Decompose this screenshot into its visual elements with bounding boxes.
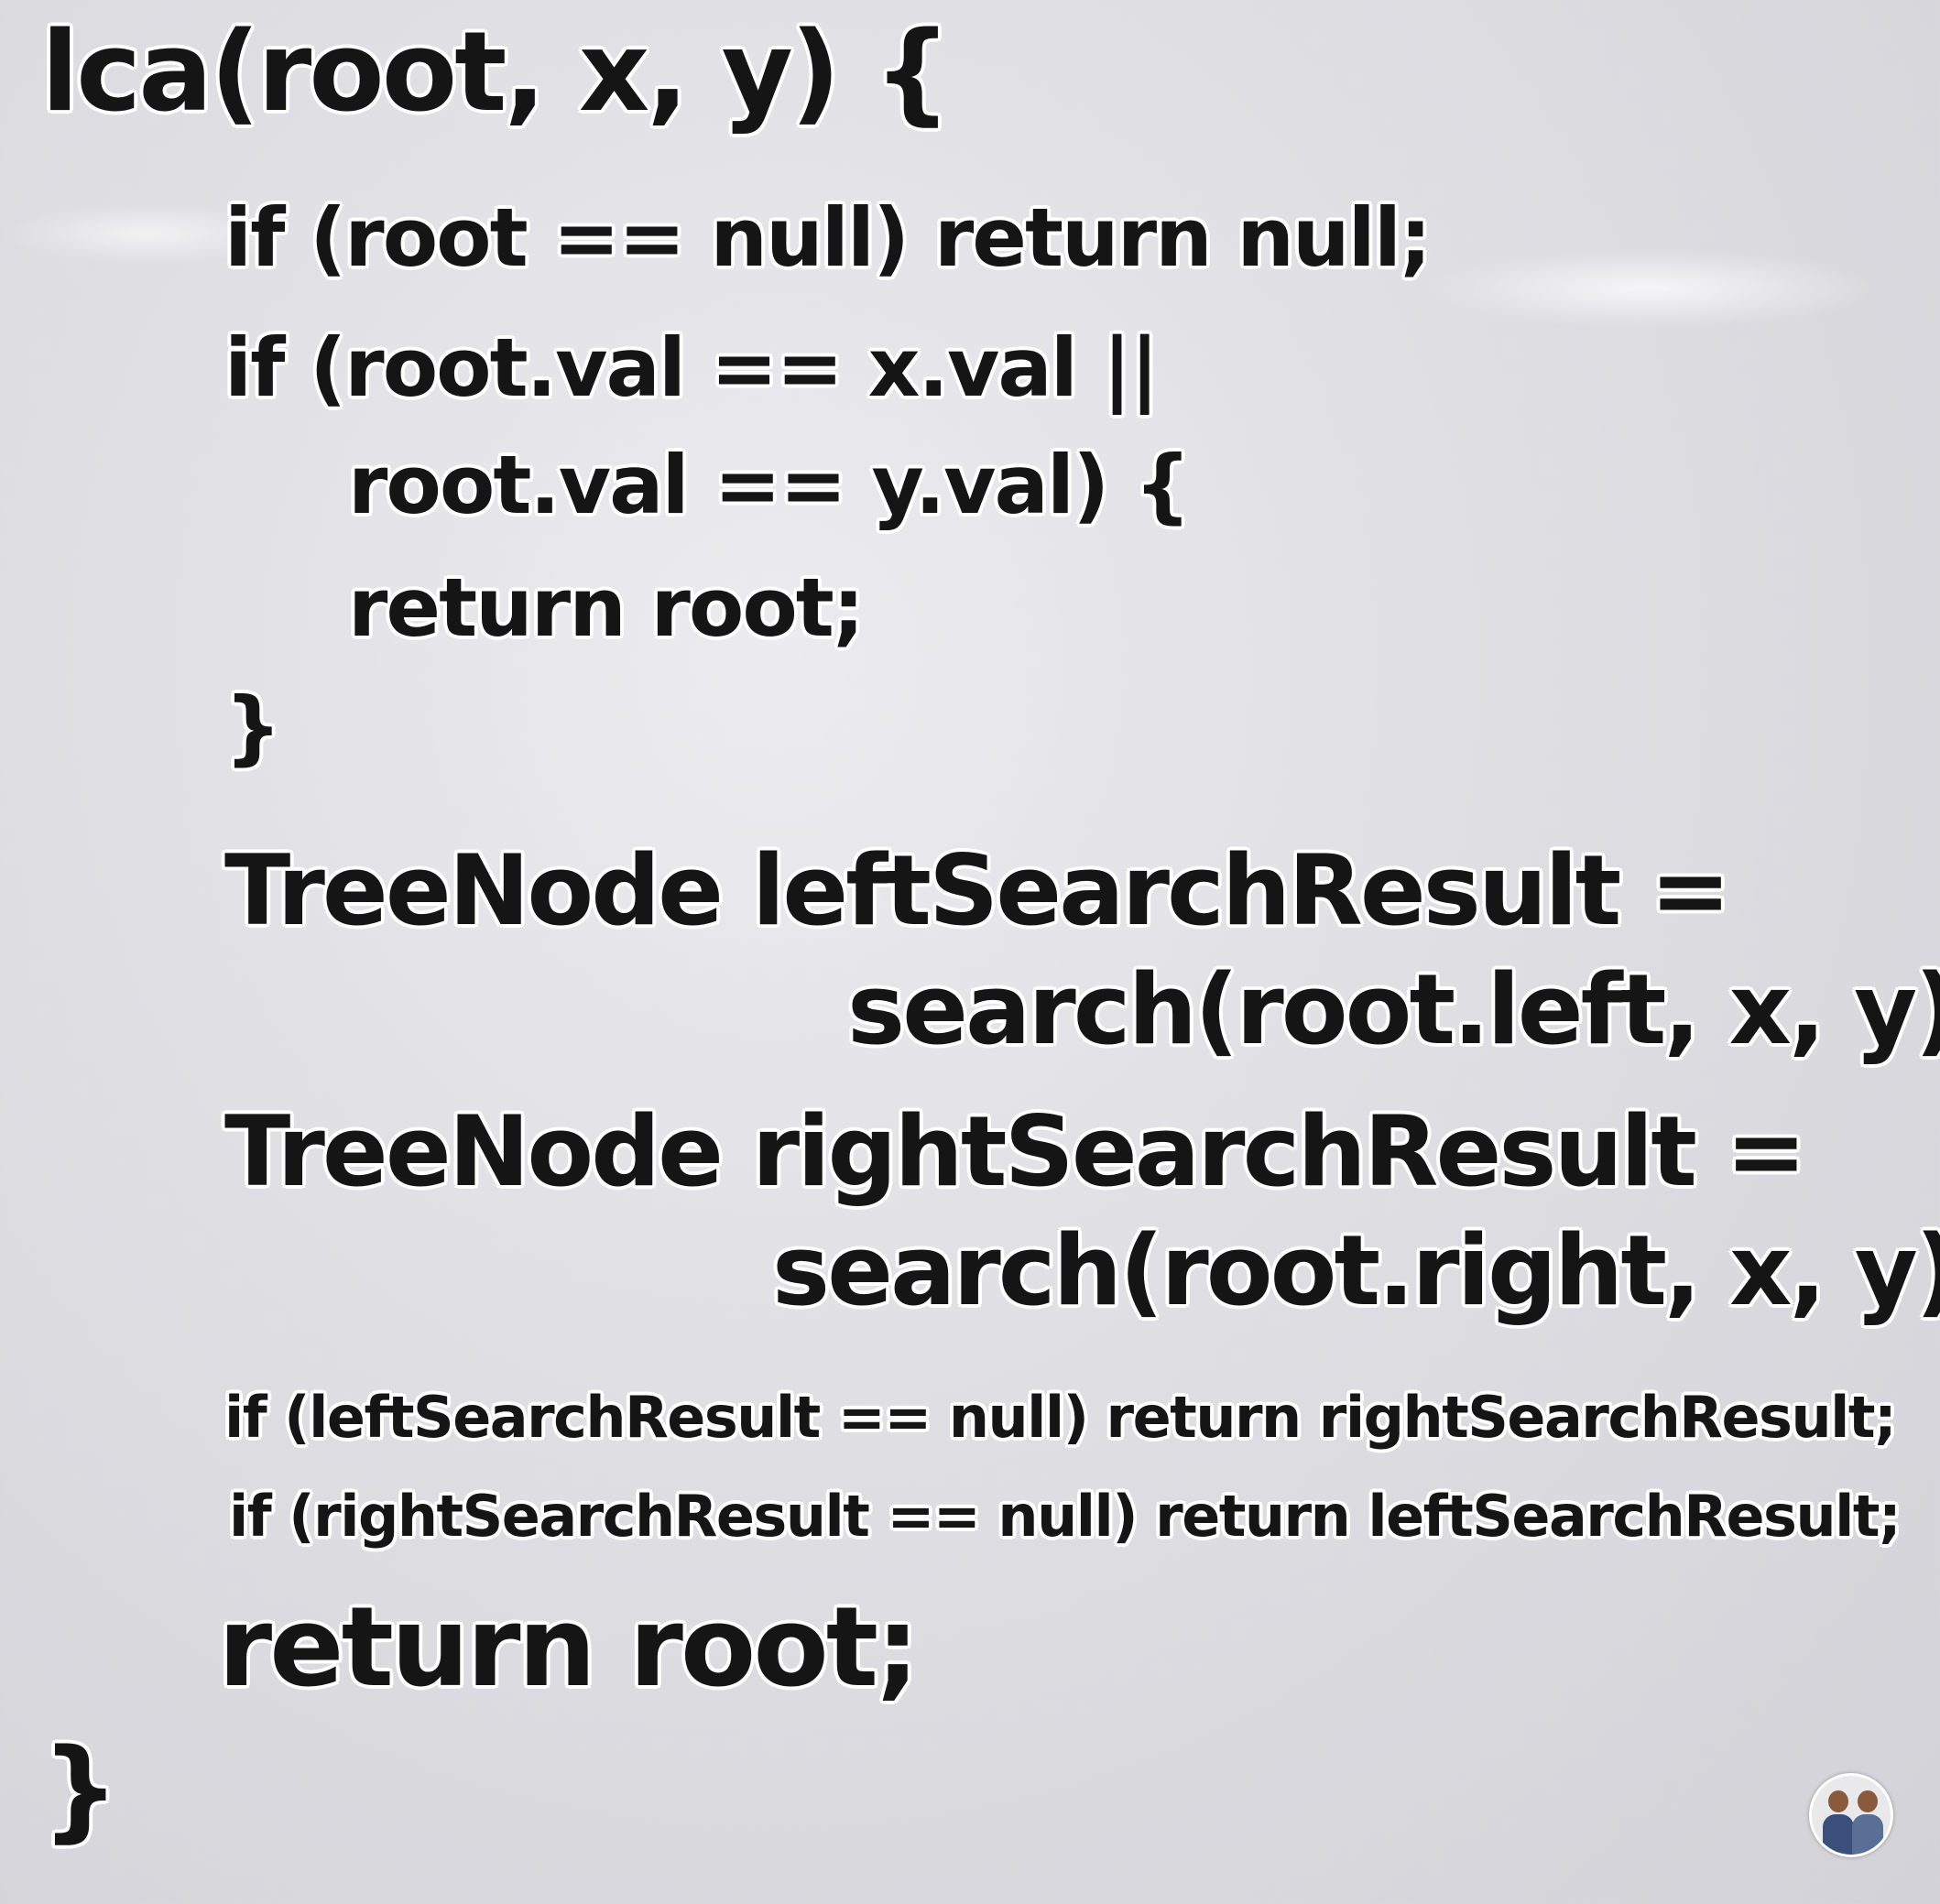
function-signature: lca(root, x, y) { bbox=[41, 9, 952, 136]
code-line-left-decl: TreeNode leftSearchResult = bbox=[224, 834, 1731, 947]
person-left-icon bbox=[1823, 1814, 1854, 1855]
code-line-close-if: } bbox=[224, 680, 282, 774]
code-line-right-decl: TreeNode rightSearchResult = bbox=[224, 1095, 1807, 1208]
code-line-return-root-inner: return root; bbox=[348, 560, 865, 655]
light-glare bbox=[1420, 247, 1878, 330]
code-line-if-x: if (root.val == x.val || bbox=[224, 321, 1160, 415]
code-line-right-null: if (rightSearchResult == null) return le… bbox=[229, 1483, 1902, 1550]
code-line-return-root: return root; bbox=[218, 1584, 920, 1712]
person-right-icon bbox=[1852, 1814, 1883, 1855]
code-line-or-y: root.val == y.val) { bbox=[348, 438, 1192, 532]
person-left-head-icon bbox=[1828, 1790, 1848, 1812]
two-people-avatar-icon[interactable] bbox=[1809, 1773, 1893, 1857]
code-line-null-check: if (root == null) return null; bbox=[224, 190, 1432, 285]
code-line-left-null: if (leftSearchResult == null) return rig… bbox=[224, 1384, 1897, 1451]
person-right-head-icon bbox=[1858, 1790, 1878, 1812]
code-line-right-call: search(root.right, x, y); bbox=[772, 1214, 1940, 1327]
code-line-left-call: search(root.left, x, y); bbox=[847, 953, 1940, 1066]
function-close-brace: } bbox=[41, 1726, 119, 1854]
